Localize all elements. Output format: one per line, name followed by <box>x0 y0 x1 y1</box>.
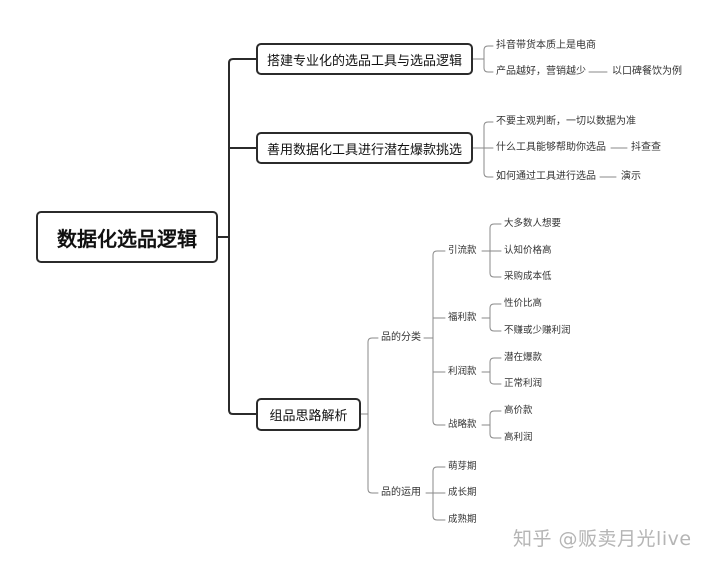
branch-data-tools[interactable]: 善用数据化工具进行潜在爆款挑选 <box>256 132 473 164</box>
item-how-to-select: 如何通过工具进行选品 <box>496 171 596 182</box>
note-douchacha: 抖查查 <box>631 142 661 153</box>
profit-connector-branch-0 <box>489 357 502 363</box>
group-application: 品的运用 <box>381 487 421 498</box>
leaf-normal-profit: 正常利润 <box>504 378 543 389</box>
stage-sprout: 萌芽期 <box>448 461 477 472</box>
leaf-cost-effective: 性价比高 <box>504 298 543 309</box>
type-traffic: 引流款 <box>448 245 477 256</box>
stage-mature: 成熟期 <box>448 514 477 525</box>
welfare-connector-branch-1 <box>489 326 502 332</box>
item-better-product: 产品越好，营销越少 <box>496 66 586 77</box>
item-ecommerce-essence: 抖音带货本质上是电商 <box>496 40 596 51</box>
stage-growth: 成长期 <box>448 487 477 498</box>
leaf-low-cost: 采购成本低 <box>504 271 552 282</box>
type-profit: 利润款 <box>448 366 477 377</box>
traffic-connector-branch-0 <box>489 223 502 229</box>
welfare-connector-branch-0 <box>489 303 502 309</box>
leaf-most-want: 大多数人想要 <box>504 218 562 229</box>
apply-connector-branch-2 <box>432 515 446 521</box>
note-catering-example: 以口碑餐饮为例 <box>612 66 682 77</box>
traffic-connector-branch-2 <box>489 272 502 278</box>
root-connector-branch-0 <box>228 58 257 64</box>
leaf-high-price: 高价款 <box>504 405 533 416</box>
classify-connector-branch-0 <box>432 250 446 256</box>
type-welfare: 福利款 <box>448 312 477 323</box>
zhihu-watermark: 知乎 @贩卖月光live <box>513 528 692 550</box>
branch2-connector-branch-0 <box>483 121 494 127</box>
root-node[interactable]: 数据化选品逻辑 <box>36 211 218 263</box>
note-demo: 演示 <box>621 171 641 182</box>
branch1-connector-branch-0 <box>483 45 494 51</box>
branch3-connector-branch-0 <box>367 337 379 343</box>
branch-product-strategy[interactable]: 组品思路解析 <box>256 398 361 431</box>
leaf-high-perceived-price: 认知价格高 <box>504 245 552 256</box>
profit-connector-branch-1 <box>489 379 502 385</box>
leaf-potential-hit: 潜在爆款 <box>504 352 543 363</box>
leaf-low-margin: 不赚或少赚利润 <box>504 325 571 336</box>
type-strategic: 战略款 <box>448 419 477 430</box>
strategic-connector-branch-1 <box>489 433 502 439</box>
branch2-connector-branch-2 <box>483 172 494 178</box>
strategic-connector-branch-0 <box>489 410 502 416</box>
item-data-driven: 不要主观判断，一切以数据为准 <box>496 116 636 127</box>
group-classification: 品的分类 <box>381 332 421 343</box>
branch-tool-logic[interactable]: 搭建专业化的选品工具与选品逻辑 <box>256 43 473 75</box>
leaf-high-profit: 高利润 <box>504 432 533 443</box>
item-which-tool: 什么工具能够帮助你选品 <box>496 142 606 153</box>
branch1-connector-branch-1 <box>483 67 494 73</box>
branch3-connector-branch-1 <box>367 488 379 494</box>
root-connector-branch-2 <box>228 409 257 415</box>
apply-connector-branch-0 <box>432 466 446 472</box>
classify-connector-branch-3 <box>432 420 446 426</box>
